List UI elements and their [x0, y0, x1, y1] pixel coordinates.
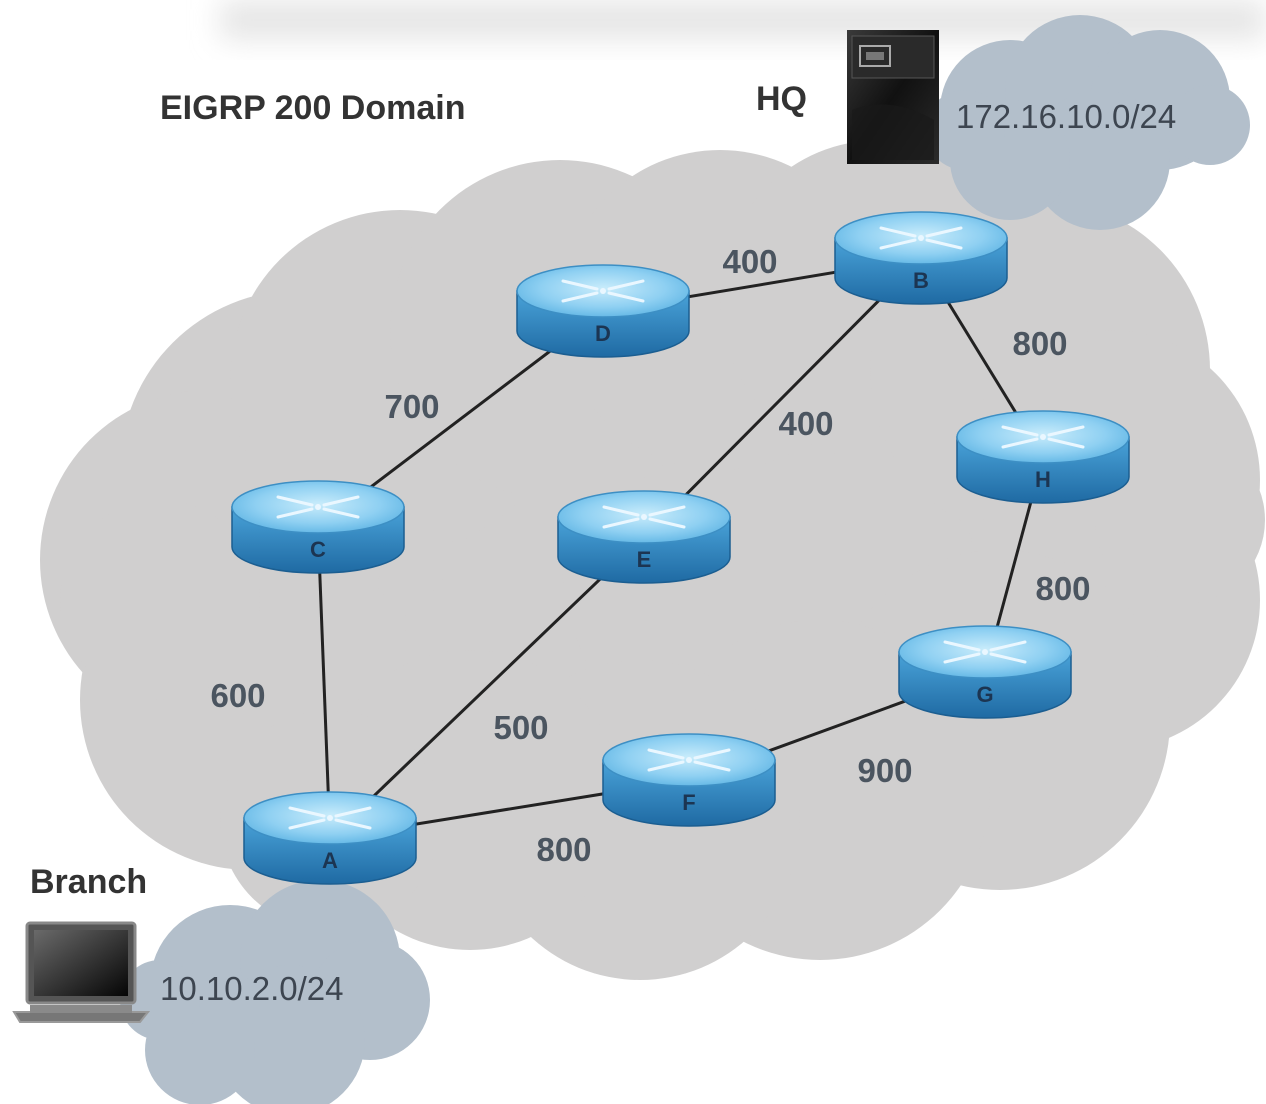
link-cost-a-f: 800: [536, 831, 591, 868]
router-arrows-icon: [288, 806, 372, 830]
domain-title: EIGRP 200 Domain: [160, 89, 466, 127]
link-cost-f-g: 900: [857, 752, 912, 789]
router-label-e: E: [637, 547, 652, 572]
link-cost-d-b: 400: [722, 243, 777, 280]
router-arrows-icon: [943, 640, 1027, 664]
router-arrows-icon: [647, 748, 731, 772]
laptop-icon: [12, 921, 151, 1023]
router-label-g: G: [976, 682, 993, 707]
router-arrows-icon: [561, 279, 645, 303]
router-label-h: H: [1035, 467, 1051, 492]
router-label-b: B: [913, 268, 929, 293]
link-cost-h-b: 800: [1012, 325, 1067, 362]
link-costs-layer: 600 700 400 500 400 800 900 800 800: [210, 243, 1090, 868]
link-a-e: [328, 535, 646, 840]
routers-layer: A B C D E F G H: [231, 211, 1130, 885]
router-arrows-icon: [1001, 425, 1085, 449]
branch-network-cloud: [120, 880, 430, 1104]
hq-label: HQ: [756, 80, 807, 118]
branch-label: Branch: [30, 863, 147, 901]
router-label-f: F: [682, 790, 695, 815]
router-b: B: [834, 211, 1008, 305]
hq-network-cloud: [925, 15, 1250, 230]
hq-network-label: 172.16.10.0/24: [956, 98, 1176, 135]
link-a-c: [316, 526, 332, 839]
link-cost-a-e: 500: [493, 709, 548, 746]
router-e: E: [557, 490, 731, 584]
router-label-d: D: [595, 321, 611, 346]
eigrp-domain-cloud: [40, 140, 1265, 980]
router-f: F: [602, 733, 776, 827]
router-arrows-icon: [276, 495, 360, 519]
router-c: C: [231, 480, 405, 574]
link-cost-e-b: 400: [778, 405, 833, 442]
router-a: A: [243, 791, 417, 885]
link-cost-c-d: 700: [384, 388, 439, 425]
link-cost-a-c: 600: [210, 677, 265, 714]
branch-network-label: 10.10.2.0/24: [160, 970, 344, 1007]
router-label-c: C: [310, 537, 326, 562]
router-label-a: A: [322, 848, 338, 873]
link-cost-g-h: 800: [1035, 570, 1090, 607]
router-g: G: [898, 625, 1072, 719]
server-icon: [847, 30, 939, 164]
router-arrows-icon: [879, 226, 963, 250]
link-e-b: [642, 256, 923, 539]
router-arrows-icon: [602, 505, 686, 529]
router-h: H: [956, 410, 1130, 504]
router-d: D: [516, 264, 690, 358]
